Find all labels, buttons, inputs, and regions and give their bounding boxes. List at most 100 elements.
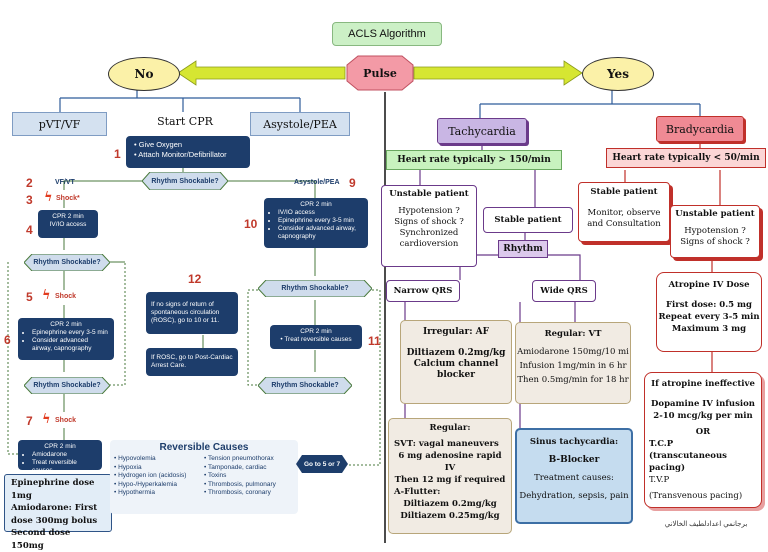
cpr-text: CPR 2 min: [44, 443, 76, 450]
pvt-vf-tab: pVT/VF: [12, 112, 107, 136]
step-number: 1: [114, 147, 121, 161]
shock-star-label: Shock*: [56, 195, 80, 202]
atropine-line: First dose: 0.5 mg: [665, 300, 752, 310]
regular-title: Regular:: [429, 423, 471, 433]
cpr-text: CPR 2 min: [300, 201, 332, 208]
pulse-octagon: [346, 55, 414, 91]
rhythm-shockable-text: Rhythm Shockable?: [271, 382, 339, 389]
epinephrine-text: Epinephrine every 3-5 min: [32, 329, 109, 337]
atropine-line: Repeat every 3-5 min: [658, 312, 760, 322]
aflutter-line: Diltiazem 0.25mg/kg: [400, 511, 500, 521]
atropine-ineffective-box: If atropine ineffective Dopamine IV infu…: [644, 372, 762, 508]
treat-reversible-text: • Treat reversible causes: [280, 336, 352, 343]
cpr-box-6: CPR 2 min Epinephrine every 3-5 min Cons…: [18, 318, 114, 360]
vfvt-label: VF/VT: [55, 179, 75, 186]
brady-stable-title: Stable patient: [590, 187, 658, 197]
regular-vt-box: Regular: VT Amiodarone 150mg/10 mi Infus…: [515, 322, 631, 404]
tachy-unstable-line: cardioversion: [399, 239, 459, 249]
irregular-af-box: Irregular: AF Diltiazem 0.2mg/kg Calcium…: [400, 320, 512, 404]
step-number: 5: [26, 290, 33, 304]
bradycardia-label: Bradycardia: [665, 122, 735, 136]
wide-qrs-box: Wide QRS: [532, 280, 596, 302]
narrow-qrs-box: Narrow QRS: [386, 280, 460, 302]
epinephrine-dose-box: Epinephrine dose 1mg Amiodarone: First d…: [4, 474, 112, 551]
amio-second-line: Second dose 150mg: [11, 528, 71, 551]
amio-first-line: Amiodarone: First: [11, 503, 98, 513]
airway-text: Consider advanced airway, capnography: [278, 225, 363, 241]
brady-stable-line: and Consultation: [587, 219, 661, 229]
attach-monitor-text: • Attach Monitor/Defibrillator: [134, 150, 227, 159]
aflutter-line: Diltiazem 0.2mg/kg: [403, 499, 497, 509]
ineffective-title: If atropine ineffective: [651, 379, 755, 389]
tachy-unstable-line: Hypotension ?: [398, 206, 460, 216]
rhythm-shockable-text: Rhythm Shockable?: [33, 382, 101, 389]
regular-vt-line: Then 0.5mg/min for 18 hr: [517, 375, 629, 385]
step-number: 2: [26, 176, 33, 190]
irregular-title: Irregular: AF: [422, 327, 490, 337]
tachycardia-label: Tachycardia: [448, 124, 516, 138]
regular-vt-line: Amiodarone 150mg/10 mi: [517, 347, 629, 357]
brady-hr-text: Heart rate typically < 50/min: [612, 153, 760, 163]
go-to-box: [296, 455, 348, 473]
cpr-box-4: CPR 2 min IV/IO access: [38, 210, 98, 238]
shock-bolt-icon: ϟ: [44, 190, 53, 205]
oxygen-box: • Give Oxygen • Attach Monitor/Defibrill…: [126, 136, 250, 168]
step-number: 4: [26, 223, 33, 237]
aflutter-title: A-Flutter:: [394, 487, 441, 497]
no-rosc-box: If no signs of return of spontaneous cir…: [146, 292, 238, 334]
rhythm-shockable-5: [258, 377, 352, 394]
shock-bolt-icon: ϟ: [42, 412, 51, 427]
rhythm-shockable-2: [24, 254, 110, 271]
dopamine-line: 2-10 mcg/kg per min: [653, 411, 753, 421]
tachy-unstable-title: Unstable patient: [389, 189, 469, 199]
iv-access-text: IV/IO access: [278, 209, 363, 217]
step-number: 11: [368, 334, 381, 348]
treat-reversible-text: Treat reversible causes: [32, 459, 97, 475]
epinephrine-text: Epinephrine every 3-5 min: [278, 217, 363, 225]
shock-bolt-icon: ϟ: [42, 288, 51, 303]
rhythm-shockable-top: [142, 172, 228, 190]
pvt-vf-label: pVT/VF: [38, 117, 81, 131]
tvp-label: T.V.P: [649, 475, 670, 485]
regular-vt-line: Infusion 1mg/min in 6 hr: [519, 361, 627, 371]
amio-dose-line: dose 300mg bolus: [11, 515, 98, 526]
cause-item: • Toxins: [204, 472, 227, 479]
asystole-pea-tab: Asystole/PEA: [250, 112, 350, 136]
iv-access-text: IV/IO access: [49, 221, 87, 228]
reversible-col-1: • Hypovolemia • Hypoxia • Hydrogen ion (…: [114, 455, 204, 498]
no-label: No: [134, 67, 154, 81]
regular-line: 6 mg adenosine rapid IV: [398, 451, 502, 473]
brady-unstable-box: Unstable patient Hypotension ? Signs of …: [670, 205, 760, 258]
no-oval: No: [108, 57, 180, 91]
irregular-line: Diltiazem 0.2mg/kg: [406, 348, 506, 358]
cpr-box-10: CPR 2 min IV/IO access Epinephrine every…: [264, 198, 368, 248]
cause-item: • Hypovolemia: [114, 455, 156, 462]
epi-dose-line: Epinephrine dose 1mg: [11, 478, 95, 501]
rhythm-shockable-4: [258, 280, 372, 297]
asystole-pea-label: Asystole/PEA: [263, 117, 337, 131]
cause-item: • Hypothermia: [114, 489, 155, 496]
cpr-text: CPR 2 min: [52, 213, 84, 220]
cpr-box-11: CPR 2 min • Treat reversible causes: [270, 325, 362, 349]
reversible-title: Reversible Causes: [159, 442, 249, 453]
regular-svt-box: Regular: SVT: vagal maneuvers 6 mg adeno…: [388, 418, 512, 534]
sinus-tachy-box: Sinus tachycardia: B-Blocker Treatment c…: [515, 428, 633, 524]
page-title: ACLS Algorithm: [348, 28, 426, 40]
regular-vt-title: Regular: VT: [544, 329, 602, 339]
cause-item: • Tension pneumothorax: [204, 455, 274, 462]
rhythm-shockable-text: Rhythm Shockable?: [281, 285, 349, 292]
narrow-qrs-label: Narrow QRS: [393, 285, 453, 296]
rhythm-shockable-text: Rhythm Shockable?: [151, 177, 219, 185]
rhythm-shockable-3: [24, 377, 110, 394]
brady-unstable-line: Hypotension ?: [684, 226, 746, 236]
tcp-desc: (transcutaneous pacing): [649, 451, 727, 473]
give-oxygen-text: • Give Oxygen: [134, 140, 183, 149]
title-box: ACLS Algorithm: [332, 22, 442, 46]
tachy-stable-title: Stable patient: [494, 214, 562, 225]
cause-item: • Hypo-/Hyperkalemia: [114, 480, 177, 488]
tachy-unstable-line: Synchronized: [399, 228, 459, 238]
sinus-line: Dehydration, sepsis, pain: [519, 491, 629, 501]
cpr-box-8: CPR 2 min Amiodarone Treat reversible ca…: [18, 440, 102, 474]
cause-item: • Thrombosis, coronary: [204, 489, 271, 496]
cpr-text: CPR 2 min: [300, 328, 332, 335]
